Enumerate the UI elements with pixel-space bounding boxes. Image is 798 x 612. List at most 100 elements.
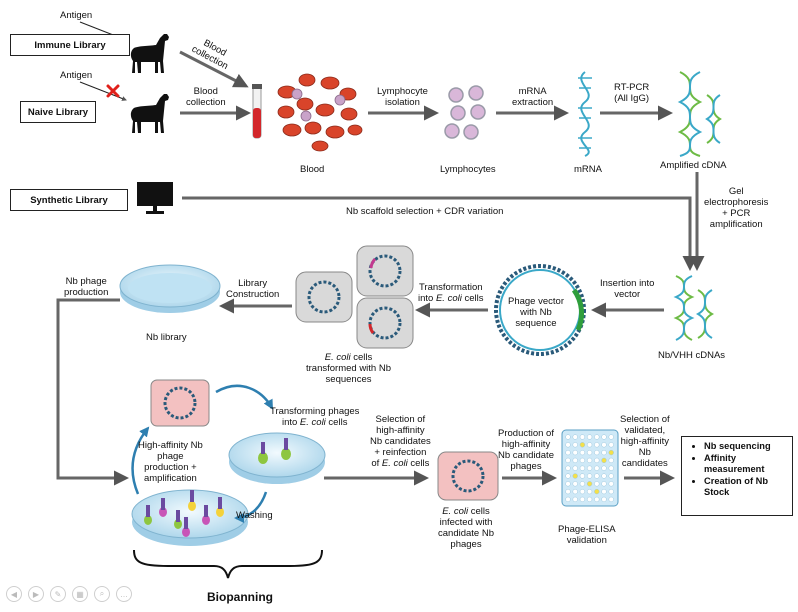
elisa-well: [572, 473, 578, 479]
previous-slide-icon[interactable]: ◀: [6, 586, 22, 602]
transforming-dish-icon: [228, 432, 326, 484]
elisa-plate-icon: [561, 429, 619, 507]
elisa-well: [572, 442, 578, 448]
elisa-well: [565, 434, 571, 440]
computer-monitor-icon: [137, 182, 173, 214]
phage-vector-plasmid-icon: [494, 264, 586, 356]
elisa-well: [601, 449, 607, 456]
elisa-well: [586, 434, 593, 440]
elisa-well: [572, 496, 578, 503]
zoom-icon[interactable]: ⌕: [94, 586, 110, 602]
washing-label: Washing: [236, 510, 273, 521]
elisa-well: [572, 457, 578, 464]
blood-label: Blood: [300, 164, 325, 175]
elisa-well: [579, 457, 586, 464]
elisa-well: [565, 449, 571, 456]
amplified-cdna-label: Amplified cDNA: [660, 160, 727, 171]
elisa-well: [594, 449, 600, 456]
elisa-well: [586, 457, 593, 464]
elisa-well: [594, 473, 600, 479]
transforming-phages-label: Transforming phages into E. coli cells: [270, 406, 360, 428]
elisa-well: [594, 457, 600, 464]
final-step-item: Affinity measurement: [704, 453, 788, 475]
elisa-well: [608, 434, 614, 440]
elisa-well: [586, 481, 593, 487]
lymphocytes-label: Lymphocytes: [440, 164, 496, 175]
mrna-label: mRNA: [574, 164, 602, 175]
reject-cross-icon: [106, 84, 120, 98]
nb-library-label: Nb library: [146, 332, 187, 343]
elisa-well: [579, 488, 586, 495]
elisa-well: [601, 481, 607, 487]
final-steps-list: Nb sequencingAffinity measurementCreatio…: [692, 441, 788, 498]
elisa-well: [565, 457, 571, 464]
elisa-well: [608, 449, 614, 456]
elisa-well: [586, 496, 593, 503]
elisa-well: [601, 473, 607, 479]
elisa-well: [608, 465, 614, 471]
elisa-well: [572, 481, 578, 487]
infected-ecoli-cell-icon: [437, 451, 499, 501]
elisa-well: [608, 473, 614, 479]
naive-library-box: Naive Library: [20, 101, 96, 123]
elisa-well: [594, 496, 600, 503]
elisa-well: [579, 496, 586, 503]
elisa-well: [572, 465, 578, 471]
antigen-label-rejected: Antigen: [60, 70, 93, 81]
slides-grid-icon[interactable]: ▦: [72, 586, 88, 602]
elisa-well: [608, 481, 614, 487]
final-steps-box: Nb sequencingAffinity measurementCreatio…: [681, 436, 793, 516]
lymphocytes-icon: [444, 85, 486, 140]
elisa-well: [579, 481, 586, 487]
antigen-label: Antigen: [60, 10, 93, 21]
biopanning-dish-icon: [131, 489, 249, 546]
red-blood-cells-icon: [277, 73, 363, 152]
immune-library-box: Immune Library: [10, 34, 130, 56]
elisa-well: [594, 434, 600, 440]
biopanning-title: Biopanning: [207, 590, 273, 604]
elisa-well: [594, 442, 600, 448]
elisa-well: [579, 449, 586, 456]
elisa-well: [579, 434, 586, 440]
elisa-well: [565, 473, 571, 479]
elisa-well: [586, 473, 593, 479]
immune-llama-icon: [130, 34, 169, 73]
blood-collection-arrow-1: [179, 50, 249, 88]
elisa-well: [594, 481, 600, 487]
elisa-well: [579, 465, 586, 471]
mrna-strand-icon: [578, 71, 592, 157]
elisa-well: [601, 465, 607, 471]
elisa-well: [594, 488, 600, 495]
elisa-well: [608, 496, 614, 503]
elisa-well: [586, 488, 593, 495]
more-options-icon[interactable]: …: [116, 586, 132, 602]
elisa-well: [565, 496, 571, 503]
biopanning-cycle-arrows: [131, 384, 274, 523]
final-step-item: Creation of Nb Stock: [704, 476, 788, 498]
lymphocytes-in-blood-icon: [291, 88, 346, 122]
elisa-well: [601, 496, 607, 503]
scaffold-arrow: [182, 196, 698, 271]
pen-icon[interactable]: ✎: [50, 586, 66, 602]
elisa-well: [579, 473, 586, 479]
elisa-well: [579, 442, 586, 448]
next-slide-icon[interactable]: ▶: [28, 586, 44, 602]
transformation-label: Transformation into E. coli cells: [418, 282, 484, 304]
elisa-well: [608, 442, 614, 448]
vhh-cdna-icon: [673, 275, 715, 341]
elisa-well: [586, 465, 593, 471]
nb-phage-production-arrow: [56, 298, 129, 486]
final-step-item: Nb sequencing: [704, 441, 788, 452]
amplified-cdna-icon: [677, 71, 722, 157]
